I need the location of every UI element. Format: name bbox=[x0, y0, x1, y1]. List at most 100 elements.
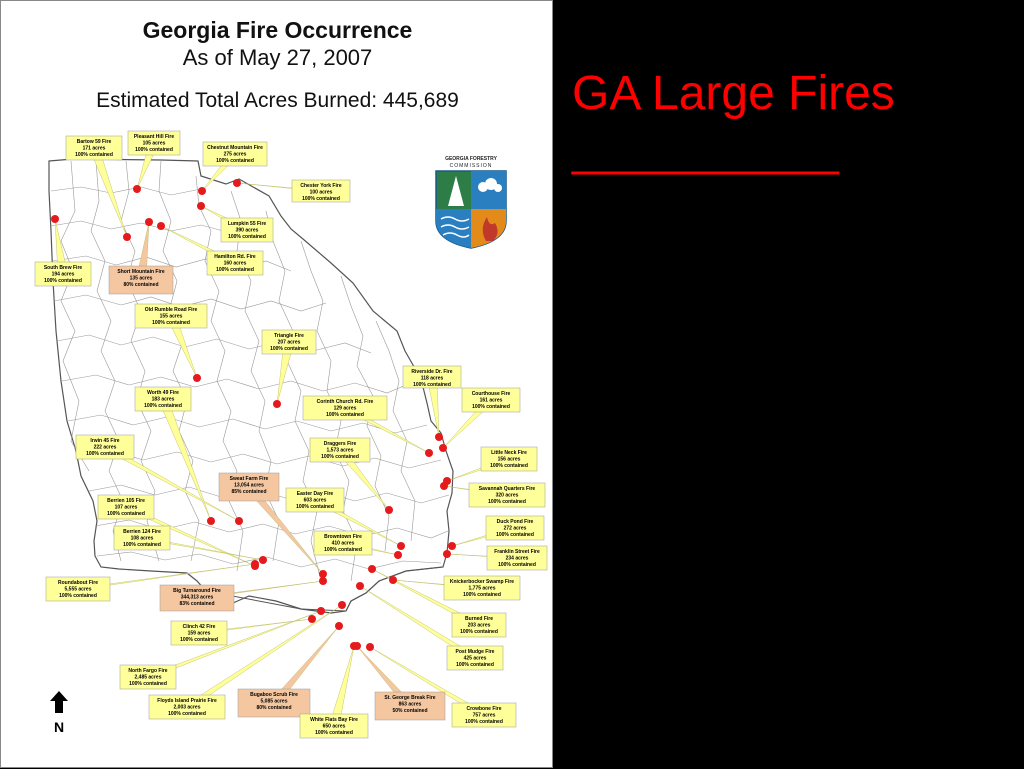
fire-label-text: 135 acres bbox=[130, 276, 153, 282]
fire-label-text: 100% contained bbox=[296, 504, 334, 510]
fire-location-dot bbox=[425, 449, 433, 457]
fire-label-text: Crowbone Fire bbox=[466, 706, 501, 712]
fire-label-text: 100% contained bbox=[152, 320, 190, 326]
fire-location-dot bbox=[356, 582, 364, 590]
fire-label-box bbox=[218, 472, 280, 502]
fire-location-dot bbox=[145, 218, 153, 226]
fire-label-box bbox=[302, 395, 388, 421]
fire-location-dot bbox=[251, 560, 259, 568]
fire-label-box bbox=[127, 130, 181, 156]
water-icon bbox=[440, 216, 470, 238]
fire-label-text: 207 acres bbox=[278, 340, 301, 346]
fire-label-box bbox=[134, 386, 192, 412]
fire-label-box bbox=[443, 575, 521, 601]
fire-location-dot bbox=[193, 374, 201, 382]
fire-label-text: 100% contained bbox=[302, 196, 340, 202]
fire-label-text: 410 acres bbox=[332, 541, 355, 547]
fire-label-text: 1,573 acres bbox=[327, 448, 354, 454]
fire-label-text: 863 acres bbox=[399, 702, 422, 708]
fire-location-dot bbox=[259, 556, 267, 564]
fire-label-box bbox=[108, 265, 174, 295]
fire-label-text: Riverside Dr. Fire bbox=[411, 369, 452, 375]
map-title: Georgia Fire Occurrence bbox=[142, 17, 413, 43]
fire-location-dot bbox=[308, 615, 316, 623]
fire-label-box bbox=[451, 612, 507, 638]
fire-label-text: North Fargo Fire bbox=[128, 668, 167, 674]
fire-label-text: 100% contained bbox=[496, 532, 534, 538]
fire-label-text: 603 acres bbox=[304, 498, 327, 504]
fire-location-dot bbox=[335, 622, 343, 630]
fire-label-text: 203 acres bbox=[468, 623, 491, 629]
fire-location-dot bbox=[207, 517, 215, 525]
fire-location-dot bbox=[448, 542, 456, 550]
fire-label-text: 234 acres bbox=[506, 556, 529, 562]
fire-label-box bbox=[374, 691, 446, 721]
fire-label-box bbox=[220, 217, 274, 243]
fire-label-box bbox=[119, 664, 177, 690]
fire-label-text: 100% contained bbox=[59, 593, 97, 599]
fire-label-text: Clinch 42 Fire bbox=[183, 624, 216, 630]
fire-location-dot bbox=[435, 433, 443, 441]
fire-label-box bbox=[291, 179, 351, 203]
fire-label-box bbox=[309, 437, 371, 463]
fire-label-text: 100% contained bbox=[321, 454, 359, 460]
fire-label-text: 160 acres bbox=[224, 261, 247, 267]
fire-label-text: 1,775 acres bbox=[469, 586, 496, 592]
fire-label-text: Irwin 45 Fire bbox=[90, 438, 119, 444]
fire-label-text: 118 acres bbox=[421, 376, 444, 382]
fire-label-text: 5,085 acres bbox=[261, 699, 288, 705]
fire-label-text: Old Rumble Road Fire bbox=[145, 307, 198, 313]
fire-location-dot bbox=[389, 576, 397, 584]
fire-label-text: 171 acres bbox=[83, 146, 106, 152]
fire-label-text: 425 acres bbox=[464, 656, 487, 662]
fire-location-dot bbox=[366, 643, 374, 651]
fire-label-text: 100% contained bbox=[498, 562, 536, 568]
fire-label-text: Burned Fire bbox=[465, 616, 493, 622]
fire-label-text: 100% contained bbox=[490, 463, 528, 469]
fire-label-text: 272 acres bbox=[504, 526, 527, 532]
fire-label-box bbox=[148, 694, 226, 720]
fire-label-text: 100% contained bbox=[315, 730, 353, 736]
fire-label-box bbox=[261, 329, 317, 355]
fire-label-text: White Flats Bay Fire bbox=[310, 717, 358, 723]
fire-label-box bbox=[313, 530, 373, 556]
north-arrow-icon bbox=[50, 691, 68, 713]
fire-label-text: 320 acres bbox=[496, 493, 519, 499]
map-total-acres: Estimated Total Acres Burned: 445,689 bbox=[96, 89, 459, 112]
logo-line-1: GEORGIA FORESTRY bbox=[445, 156, 498, 162]
fire-label-text: 100% contained bbox=[460, 629, 498, 635]
fire-label-box bbox=[237, 688, 311, 718]
fire-label-text: 194 acres bbox=[52, 272, 75, 278]
fire-label-text: 100% contained bbox=[123, 542, 161, 548]
fire-label-text: 129 acres bbox=[334, 406, 357, 412]
fire-location-dot bbox=[157, 222, 165, 230]
fire-label-box bbox=[113, 525, 171, 551]
fire-label-text: 100% contained bbox=[180, 637, 218, 643]
fire-label-text: Easter Day Fire bbox=[297, 491, 334, 497]
fire-label-text: Lumpkin 55 Fire bbox=[228, 221, 267, 227]
fire-label-text: 100% contained bbox=[270, 346, 308, 352]
fire-label-text: 100% contained bbox=[216, 158, 254, 164]
fire-label-text: 100% contained bbox=[324, 547, 362, 553]
fire-label-text: 100% contained bbox=[472, 404, 510, 410]
fire-label-text: 100% contained bbox=[488, 499, 526, 505]
